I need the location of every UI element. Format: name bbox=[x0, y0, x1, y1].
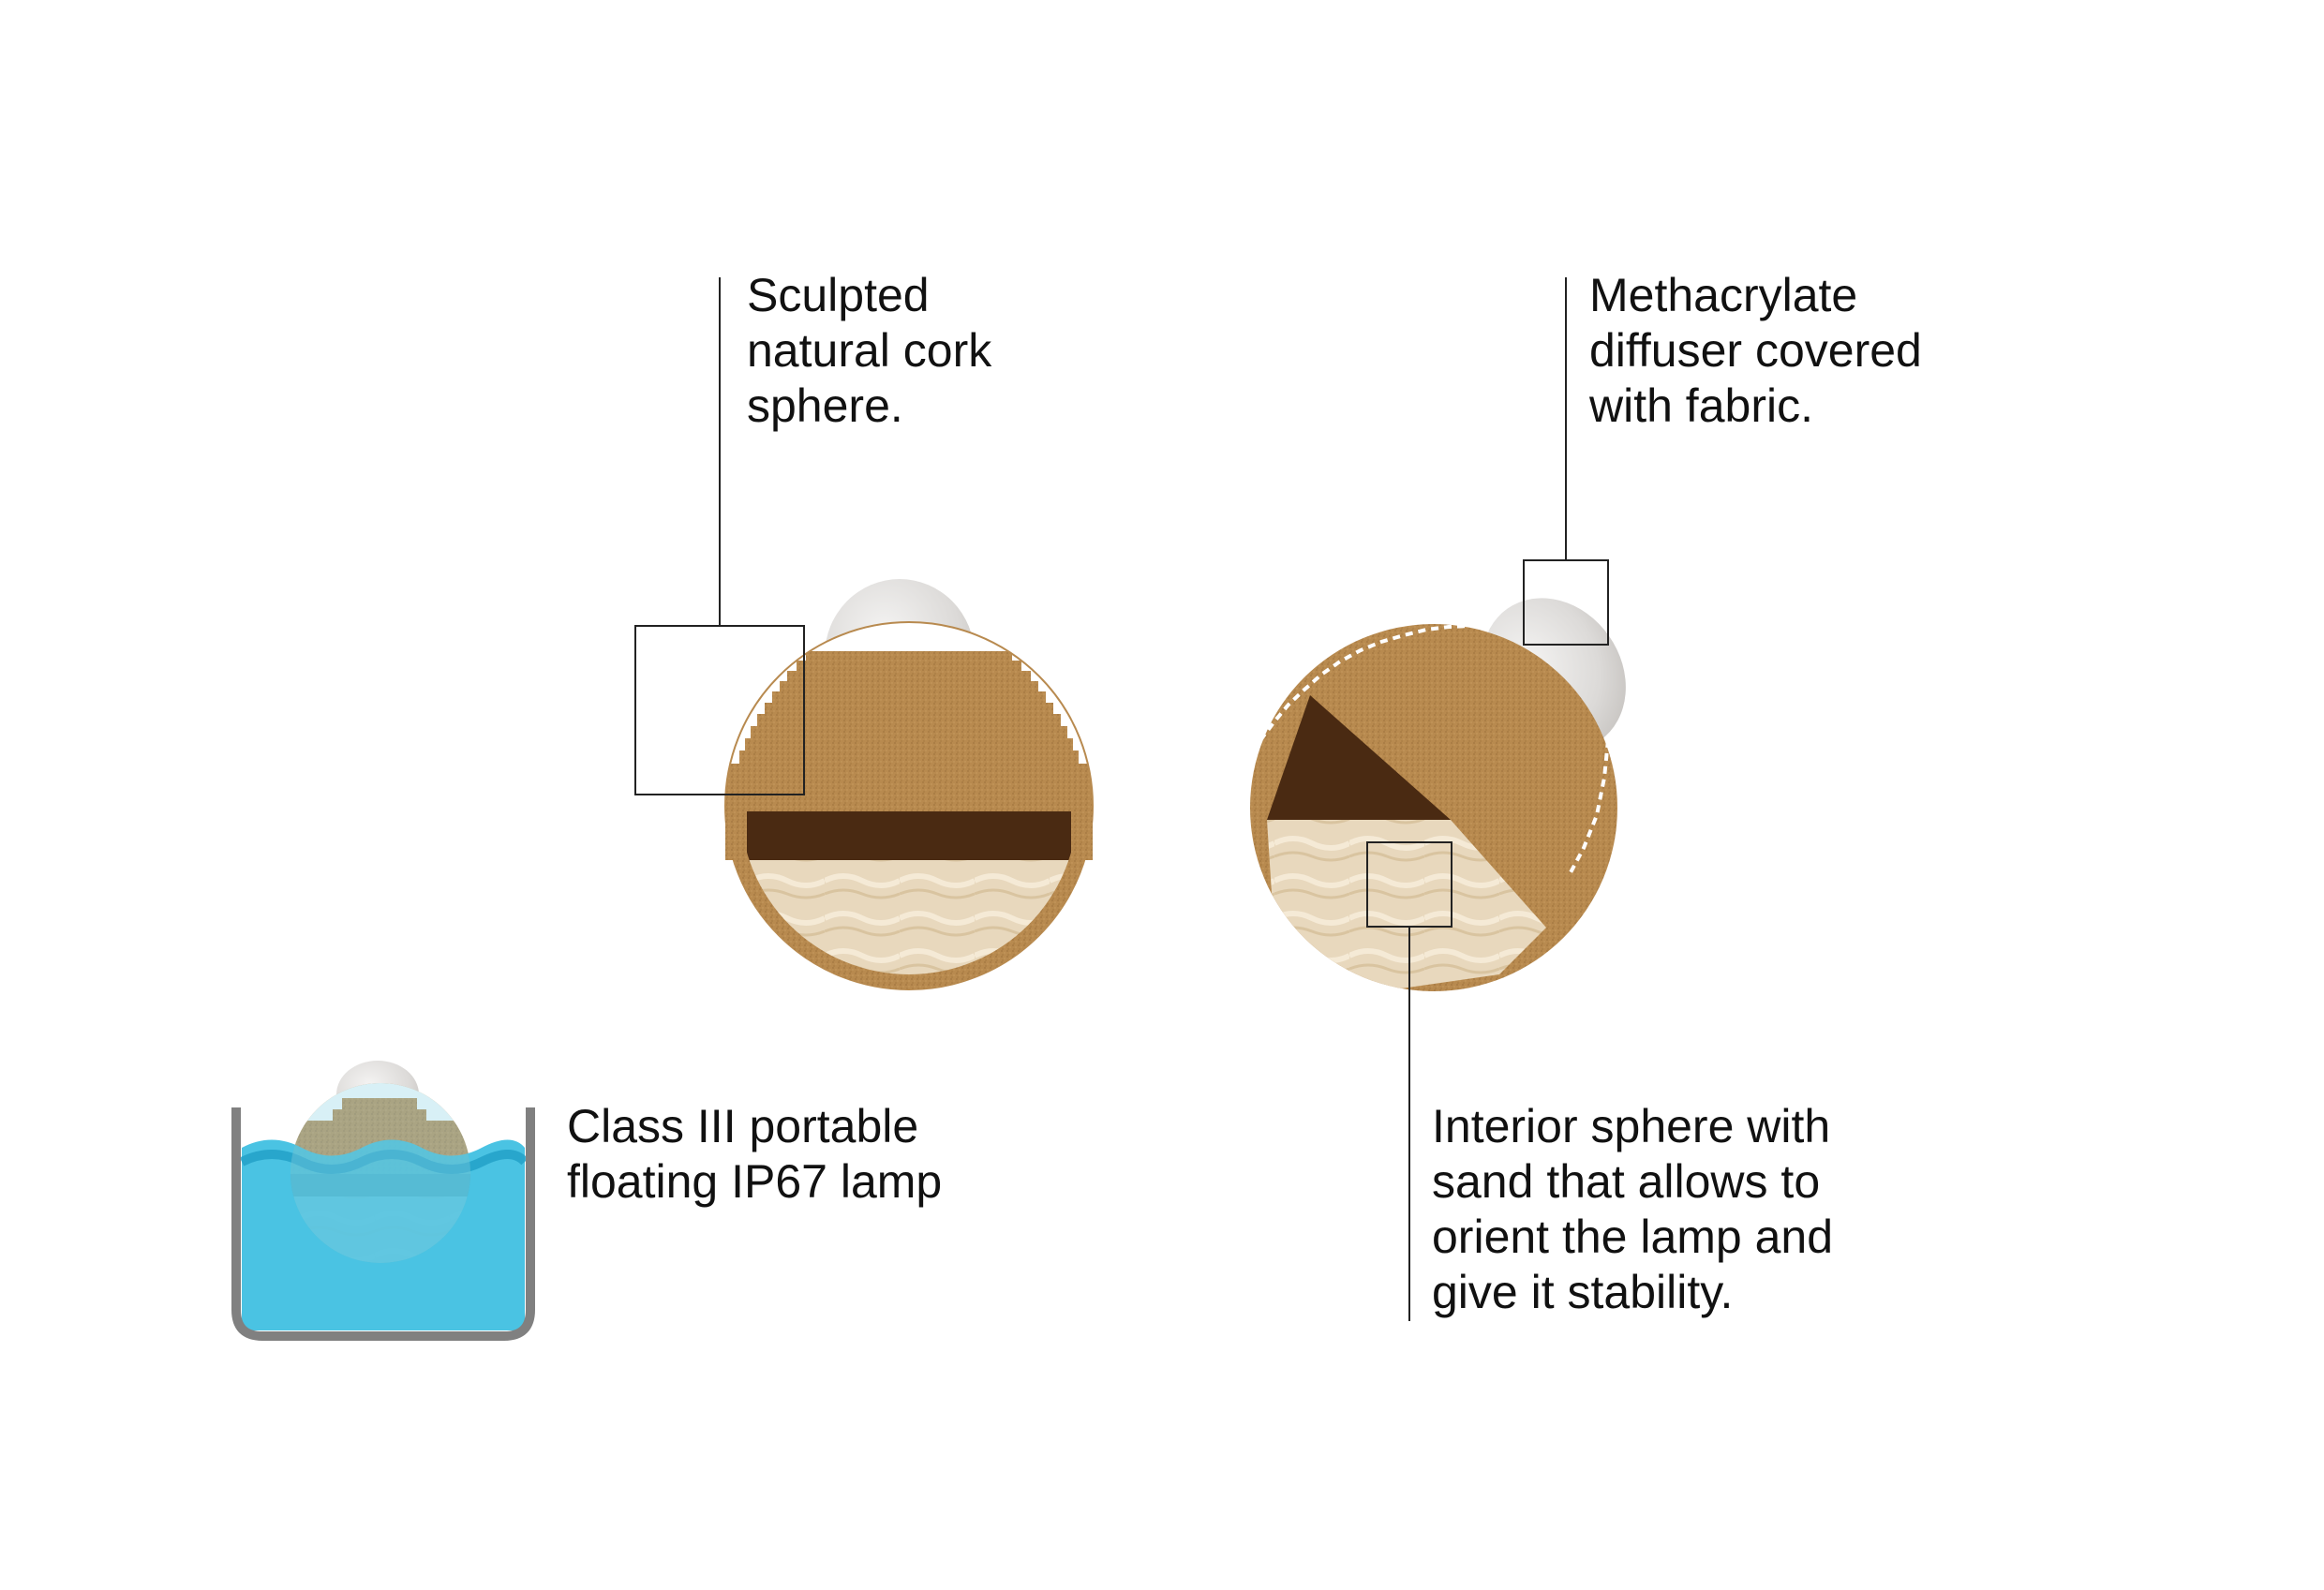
label-lamp-line-1: Class III portable bbox=[567, 1100, 919, 1152]
label-sand-line-1: Interior sphere with bbox=[1432, 1100, 1831, 1152]
label-cork-line-3: sphere. bbox=[747, 379, 903, 432]
label-interior-sand: Interior sphere with sand that allows to… bbox=[1432, 1099, 1833, 1320]
label-cork-line-2: natural cork bbox=[747, 324, 992, 377]
upright-lamp-illustration bbox=[724, 579, 1094, 990]
label-lamp-line-2: floating IP67 lamp bbox=[567, 1155, 943, 1208]
label-diffuser-line-1: Methacrylate bbox=[1589, 269, 1858, 321]
tilted-lamp-illustration bbox=[1250, 598, 1626, 991]
label-diffuser-line-2: diffuser covered bbox=[1589, 324, 1922, 377]
callout-sand bbox=[1366, 841, 1452, 1321]
callout-box-diffuser bbox=[1523, 559, 1609, 646]
label-cork-sphere: Sculpted natural cork sphere. bbox=[747, 268, 991, 434]
sand-fill-tilted bbox=[1267, 820, 1546, 991]
label-sand-line-3: orient the lamp and bbox=[1432, 1211, 1834, 1263]
cork-inner-cavity-tilted bbox=[1267, 695, 1451, 820]
callout-box-cork bbox=[634, 625, 805, 795]
label-diffuser: Methacrylate diffuser covered with fabri… bbox=[1589, 268, 1922, 434]
cork-inner-cavity bbox=[725, 811, 1093, 860]
label-sand-line-4: give it stability. bbox=[1432, 1266, 1734, 1318]
label-diffuser-line-3: with fabric. bbox=[1589, 379, 1813, 432]
container bbox=[231, 1107, 535, 1341]
callout-cork bbox=[634, 277, 805, 795]
label-floating-lamp: Class III portable floating IP67 lamp bbox=[567, 1099, 942, 1210]
label-cork-line-1: Sculpted bbox=[747, 269, 930, 321]
floating-lamp-icon bbox=[231, 1061, 535, 1341]
callout-diffuser bbox=[1523, 277, 1609, 646]
water bbox=[242, 1139, 525, 1330]
label-sand-line-2: sand that allows to bbox=[1432, 1155, 1821, 1208]
cork-steps-tilted bbox=[1259, 624, 1472, 742]
